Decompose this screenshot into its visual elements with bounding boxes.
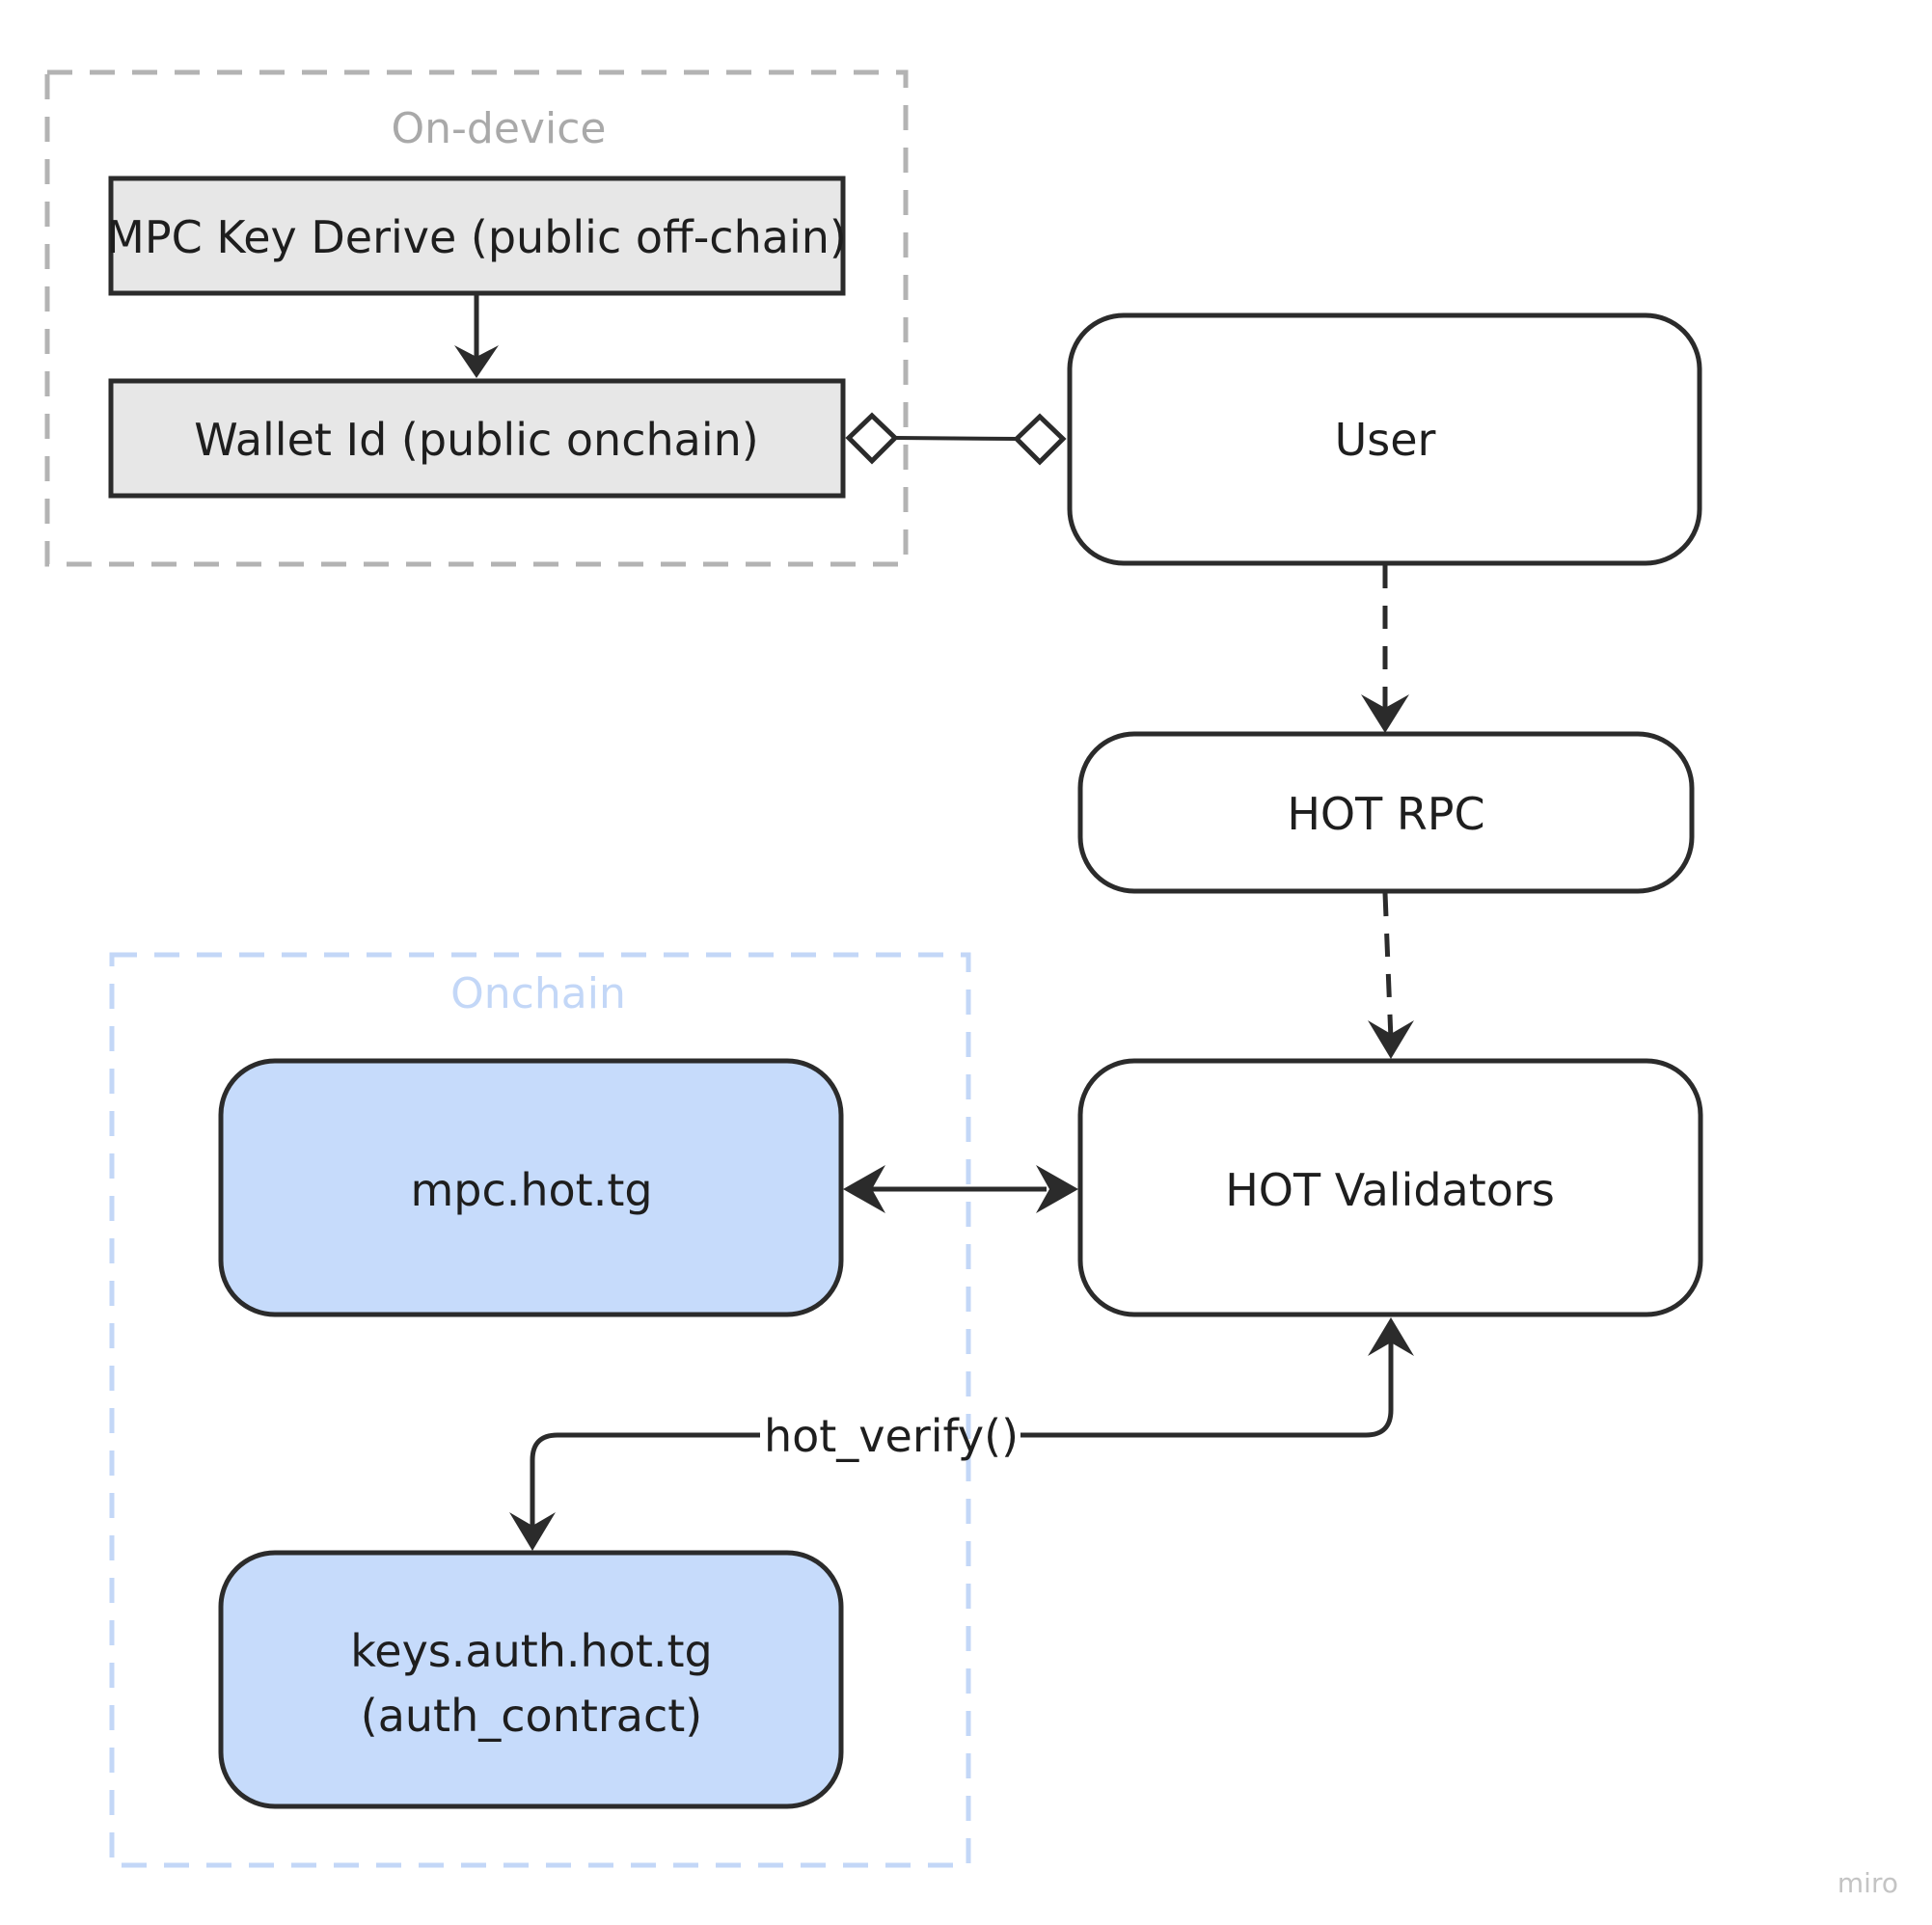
edge-mpc-validators[interactable] (843, 1165, 1078, 1213)
node-mpc-hot-tg[interactable]: mpc.hot.tg (218, 1058, 844, 1317)
node-mpc-key-derive[interactable]: MPC Key Derive (public off-chain) (106, 176, 847, 296)
edge-hot-verify-label: hot_verify() (764, 1410, 1019, 1462)
node-hot-rpc[interactable]: HOT RPC (1077, 731, 1695, 894)
node-keys-auth-label-line1: keys.auth.hot.tg (350, 1625, 712, 1677)
edge-rpc-to-validators[interactable] (1368, 892, 1414, 1059)
edge-hot-verify[interactable]: hot_verify() (509, 1317, 1414, 1551)
node-hot-validators[interactable]: HOT Validators (1077, 1058, 1703, 1317)
node-user[interactable]: User (1067, 312, 1702, 566)
node-wallet-id-label: Wallet Id (public onchain) (194, 414, 758, 466)
diamond-user-end (1013, 413, 1067, 466)
group-on-device-label: On-device (392, 104, 607, 153)
group-onchain-border (109, 952, 971, 1868)
group-onchain[interactable]: Onchain (109, 952, 971, 1868)
miro-watermark: miro (1837, 1867, 1898, 1899)
diamond-wallet-end (845, 412, 899, 465)
node-hot-rpc-label: HOT RPC (1287, 788, 1484, 840)
group-onchain-label: Onchain (450, 969, 626, 1018)
edge-derive-to-wallet[interactable] (454, 295, 499, 378)
edge-user-to-rpc[interactable] (1361, 565, 1409, 733)
node-hot-validators-label: HOT Validators (1225, 1164, 1555, 1216)
node-mpc-hot-tg-label: mpc.hot.tg (410, 1164, 652, 1216)
node-user-label: User (1335, 414, 1436, 466)
edge-wallet-user[interactable] (845, 412, 1067, 466)
node-mpc-key-derive-label: MPC Key Derive (public off-chain) (106, 211, 847, 263)
group-on-device[interactable]: On-device (44, 69, 909, 567)
node-wallet-id[interactable]: Wallet Id (public onchain) (108, 378, 846, 499)
node-keys-auth[interactable]: keys.auth.hot.tg (auth_contract) (218, 1550, 844, 1809)
group-on-device-border (44, 69, 909, 567)
node-keys-auth-label-line2: (auth_contract) (361, 1690, 702, 1742)
